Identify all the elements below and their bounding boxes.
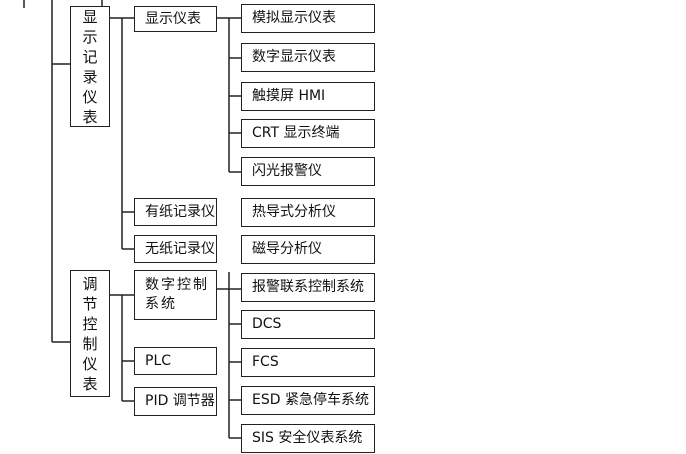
- node-dcs-label: DCS: [252, 316, 282, 332]
- node-paperless-recorder-label: 无纸记录仪: [145, 240, 215, 257]
- node-plc-label: PLC: [145, 352, 172, 369]
- node-analog-display-label: 模拟显示仪表: [252, 10, 336, 26]
- node-flash-alarm-label: 闪光报警仪: [252, 163, 322, 179]
- node-plc: PLC: [134, 347, 217, 375]
- node-alarm-interlock: 报警联系控制系统: [241, 273, 375, 302]
- node-pid-label: PID 调节器: [145, 393, 215, 409]
- node-display-label: 显示仪表: [145, 10, 201, 27]
- node-esd-label: ESD 紧急停车系统: [252, 392, 369, 408]
- node-esd: ESD 紧急停车系统: [241, 386, 375, 415]
- node-display: 显示仪表: [134, 6, 217, 32]
- category-display-record-label: 显示记录仪表: [82, 7, 98, 126]
- node-digital-control: 数字控制系统: [134, 270, 217, 320]
- node-crt: CRT 显示终端: [241, 119, 375, 148]
- node-fcs: FCS: [241, 348, 375, 377]
- node-crt-label: CRT 显示终端: [252, 125, 340, 141]
- node-magnetic-analyzer-label: 磁导分析仪: [252, 241, 322, 257]
- node-sis: SIS 安全仪表系统: [241, 424, 375, 453]
- node-analog-display: 模拟显示仪表: [241, 4, 375, 33]
- node-magnetic-analyzer: 磁导分析仪: [241, 235, 375, 264]
- node-dcs: DCS: [241, 310, 375, 339]
- node-paperless-recorder: 无纸记录仪: [134, 235, 217, 263]
- node-touch-screen: 触摸屏 HMI: [241, 82, 375, 111]
- node-touch-screen-label: 触摸屏 HMI: [252, 88, 326, 104]
- node-sis-label: SIS 安全仪表系统: [252, 430, 363, 446]
- node-thermal-analyzer: 热导式分析仪: [241, 198, 375, 227]
- node-flash-alarm: 闪光报警仪: [241, 157, 375, 186]
- node-pid: PID 调节器: [134, 387, 217, 416]
- node-paper-recorder-label: 有纸记录仪: [145, 203, 215, 220]
- node-alarm-interlock-label: 报警联系控制系统: [252, 279, 364, 295]
- node-fcs-label: FCS: [252, 354, 279, 370]
- category-regulating-control-label: 调节控制仪表: [82, 274, 98, 393]
- node-digital-control-label: 数字控制系统: [145, 277, 209, 312]
- category-display-record: 显示记录仪表: [70, 6, 110, 127]
- node-thermal-analyzer-label: 热导式分析仪: [252, 204, 336, 220]
- node-digital-display-label: 数字显示仪表: [252, 49, 336, 65]
- category-regulating-control: 调节控制仪表: [70, 270, 110, 397]
- node-paper-recorder: 有纸记录仪: [134, 198, 217, 226]
- node-digital-display: 数字显示仪表: [241, 43, 375, 72]
